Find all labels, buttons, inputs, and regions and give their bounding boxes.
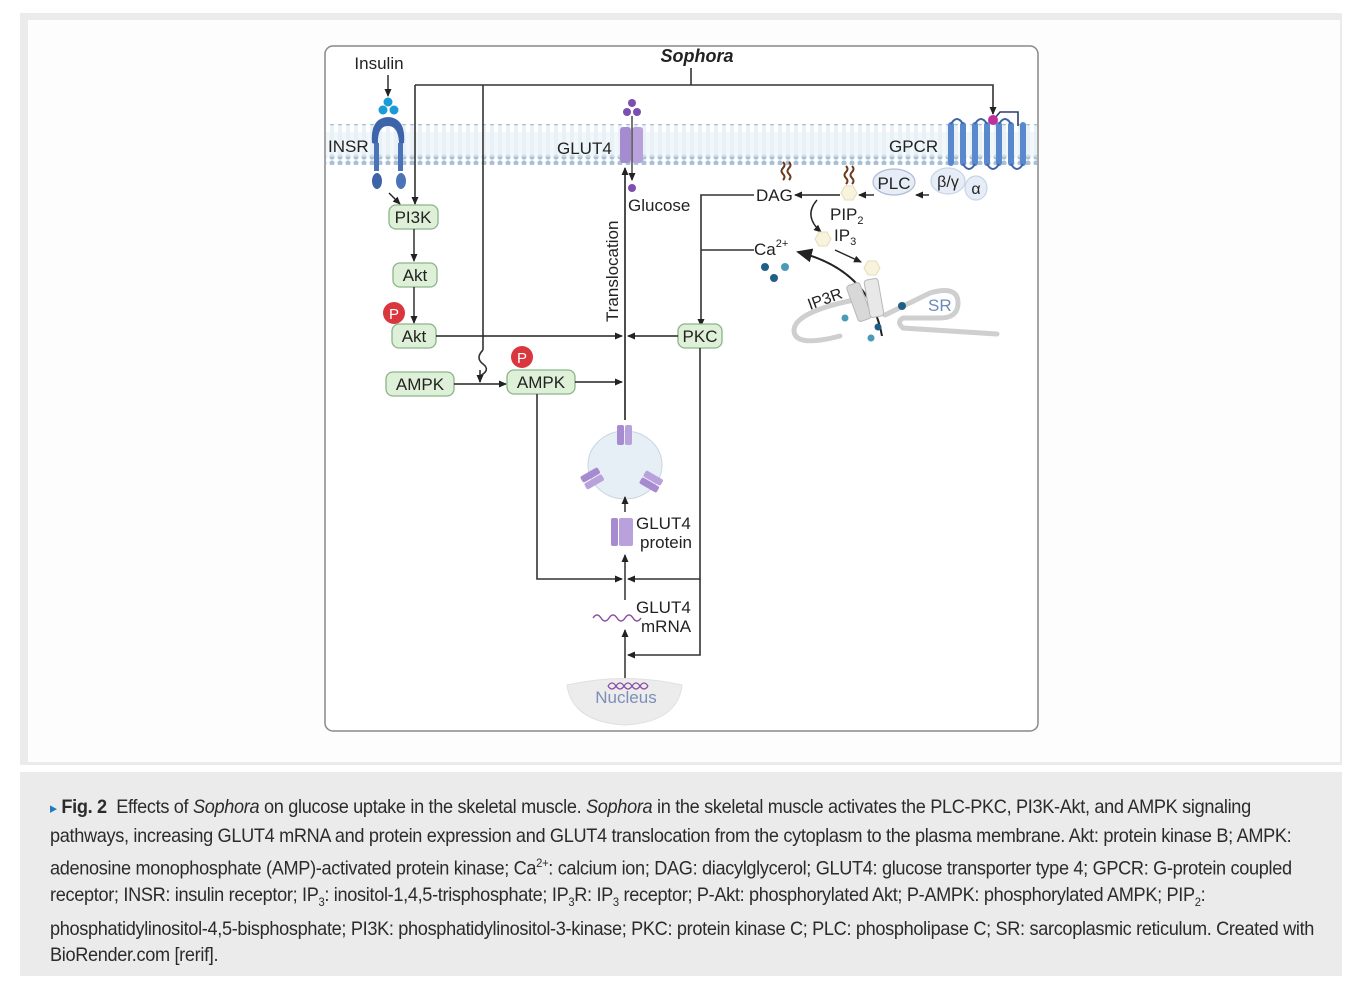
dag-label: DAG: [756, 186, 793, 205]
glut4-membrane-label: GLUT4: [557, 139, 612, 158]
expression-connectors: [536, 348, 701, 659]
glut4-transporter-icon: [620, 127, 643, 163]
insulin-label: Insulin: [354, 54, 403, 73]
svg-text:P: P: [389, 306, 399, 323]
pip2-label: PIP2: [830, 205, 864, 227]
g-protein-beta-gamma: β/γ: [930, 167, 966, 195]
diagram-border: [324, 45, 1039, 732]
sarcoplasmic-reticulum-icon: [791, 288, 1000, 344]
sophora-connectors: [411, 68, 997, 383]
pathway-diagram: Sophora Insulin INSR GLUT4 Glucose: [324, 45, 1039, 732]
insr-label: INSR: [328, 137, 369, 156]
insr-to-pi3k-arrow: [388, 192, 401, 205]
glucose-label: Glucose: [628, 196, 690, 215]
plc-node: PLC: [872, 168, 916, 196]
pkc-input-connectors: [697, 194, 754, 327]
insulin-molecule-icon: [378, 97, 399, 115]
ip3-label: IP3: [834, 226, 856, 248]
caption-body: : phosphatidylinositol-4,5-bisphosphate;…: [50, 883, 1315, 967]
ip3-bound-hexagon-icon: [863, 260, 881, 276]
sr-label: SR: [928, 296, 952, 315]
akt-label: Akt: [403, 266, 428, 285]
sr-calcium-icon: [898, 302, 906, 310]
gpcr-label: GPCR: [889, 137, 938, 156]
svg-text:P: P: [517, 350, 527, 367]
sophora-ligand-icon: [988, 115, 998, 125]
ip3r-channel-icon: [846, 278, 885, 322]
ip3-hexagon-icon: [814, 231, 832, 247]
phospho-akt-badge: P: [383, 302, 405, 324]
glucose-intracellular-icon: [628, 184, 636, 192]
caption-body: receptor; P-Akt: phosphorylated Akt; P-A…: [618, 883, 1196, 906]
calcium-release-arrow: [796, 248, 883, 337]
ampk-node: AMPK: [385, 371, 455, 397]
calcium-ions-icon: [761, 263, 789, 282]
glut4-protein-icon: [611, 518, 633, 546]
pip2-lipid-tails-icon: [843, 165, 855, 185]
sr-calcium-icon: [867, 334, 875, 342]
alpha-label: α: [971, 181, 980, 198]
caption-body: : calcium ion; DAG: diacylglycerol; GLUT…: [50, 857, 1292, 906]
calcium-label: Ca2+: [754, 238, 788, 259]
plc-label: PLC: [877, 174, 910, 193]
ip3-to-ip3r-arrow: [834, 249, 862, 263]
beta-gamma-label: β/γ: [937, 174, 959, 191]
gpcr-receptor-icon: [948, 111, 1026, 170]
pkc-node: PKC: [677, 323, 723, 349]
ampk-label: AMPK: [396, 375, 445, 394]
caption-marker-icon: ▸: [50, 800, 57, 817]
caption-sub: 2: [1194, 894, 1201, 909]
mrna-strand-icon: [592, 614, 642, 622]
p-akt-node: Akt: [391, 323, 437, 349]
pkc-label: PKC: [683, 327, 718, 346]
pip2-hexagon-icon: [840, 185, 858, 201]
nucleus-label: Nucleus: [595, 688, 656, 707]
nucleus-icon: [566, 678, 683, 726]
pi3k-label: PI3K: [395, 208, 433, 227]
p-ampk-label: AMPK: [517, 373, 566, 392]
caption-text: ▸ Fig. 2 Effects of Sophora on glucose u…: [50, 794, 1319, 969]
caption-body: in the skeletal muscle activates the PLC…: [50, 796, 1292, 880]
caption-body: R: IP: [574, 883, 613, 906]
caption-title-species: Sophora: [192, 796, 260, 818]
g-protein-alpha: α: [964, 175, 988, 201]
figure-number: Fig. 2: [61, 796, 107, 818]
translocation-label: Translocation: [603, 221, 622, 322]
caption-body: : inositol-1,4,5-trisphosphate; IP: [324, 883, 569, 906]
caption-sup: 2+: [536, 855, 549, 870]
caption-title-pre: Effects of: [116, 796, 193, 818]
pip2-to-ip3-curved-arrow: [810, 199, 822, 233]
caption-body-species: Sophora: [586, 796, 653, 818]
sr-calcium-icon: [874, 323, 882, 331]
caption-sub: 3: [612, 894, 619, 909]
phospho-ampk-badge: P: [511, 346, 533, 368]
pi3k-node: PI3K: [388, 204, 439, 230]
insr-receptor-icon: [371, 117, 406, 189]
caption-sub: 3: [318, 894, 325, 909]
glucose-molecule-icon: [623, 99, 641, 116]
dag-lipid-tails-icon: [780, 161, 792, 181]
figure-caption: ▸ Fig. 2 Effects of Sophora on glucose u…: [20, 772, 1342, 976]
akt-node: Akt: [392, 262, 438, 288]
dna-icon: [607, 682, 649, 690]
membrane-core: [326, 132, 1037, 157]
p-akt-label: Akt: [402, 327, 427, 346]
sophora-title: Sophora: [660, 46, 733, 66]
caption-title-post: on glucose uptake in the skeletal muscle…: [259, 796, 587, 818]
p-ampk-node: AMPK: [506, 369, 576, 395]
caption-sub: 3: [568, 894, 575, 909]
sr-calcium-icon: [841, 314, 849, 322]
